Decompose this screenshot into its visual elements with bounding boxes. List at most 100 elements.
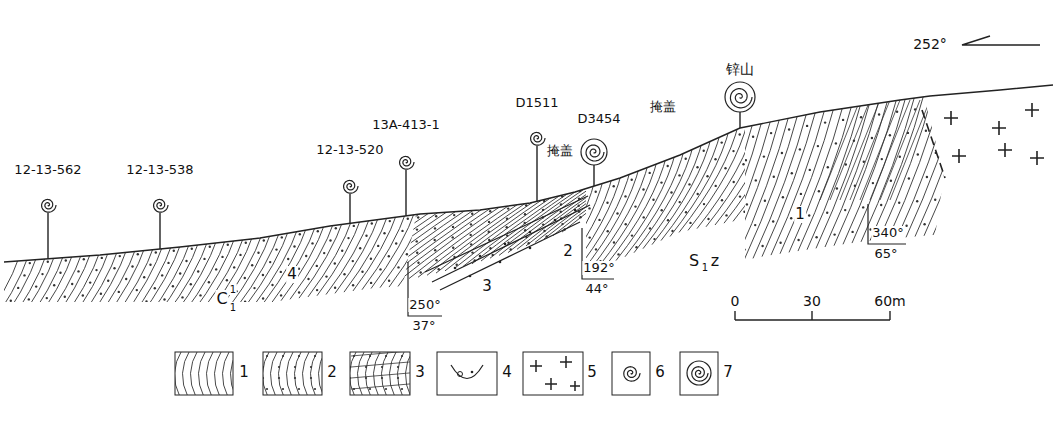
stratum-line (164, 230, 213, 318)
joint-line (830, 100, 870, 200)
sand-dot (127, 302, 129, 304)
legend-dot (298, 355, 300, 357)
sand-dot (739, 195, 741, 197)
sand-dot (470, 234, 472, 236)
joint-line (860, 100, 900, 200)
sand-dot (89, 281, 91, 283)
legend-dot (365, 377, 367, 379)
legend-number: 6 (655, 364, 665, 381)
sand-dot (757, 192, 759, 194)
sand-dot (262, 297, 264, 299)
direction-label: 252° (913, 37, 947, 52)
sand-dot (293, 245, 295, 247)
sand-dot (613, 185, 615, 187)
sand-dot (181, 296, 183, 298)
legend-line (206, 352, 214, 395)
sand-dot (764, 200, 766, 202)
legend-joint (351, 383, 410, 389)
direction-arrow (962, 36, 1040, 45)
sand-dot (752, 136, 754, 138)
joint-line (820, 100, 860, 200)
attitude-symbols (408, 204, 906, 316)
legend-dot (282, 388, 284, 390)
stratum-line (0, 247, 24, 335)
legend-line (263, 352, 270, 395)
sand-dot (269, 261, 271, 263)
strike-value: 340° (871, 226, 904, 240)
sand-dot (434, 249, 436, 251)
sand-dot (775, 126, 777, 128)
sample-number: 12-13-520 (316, 143, 383, 157)
sand-dot (29, 262, 31, 264)
stratum-line (65, 240, 114, 328)
sand-dot (707, 218, 709, 220)
sand-dot (649, 172, 651, 174)
legend-line (373, 352, 381, 395)
sand-dot (589, 236, 591, 238)
stratum-line (29, 243, 78, 331)
sand-dot (986, 101, 988, 103)
legend-dot (385, 388, 387, 390)
sand-dot (890, 180, 892, 182)
fossil-symbol (344, 180, 358, 193)
fossil-symbol (624, 367, 640, 381)
legend-dot (314, 355, 316, 357)
sand-dot (1004, 100, 1006, 102)
stratum-line (924, 78, 983, 236)
legend-dot (263, 366, 264, 368)
sand-dot (377, 245, 379, 247)
sand-dot (577, 255, 579, 257)
sand-dot (721, 199, 723, 201)
sand-dot (398, 230, 400, 232)
stratum-line (942, 76, 1001, 234)
sand-dot (703, 150, 705, 152)
legend-dot (381, 366, 383, 368)
strike-value: 192° (582, 261, 615, 275)
stratum-line (834, 88, 893, 246)
stratum-line (526, 175, 590, 293)
legend-line (214, 352, 222, 395)
sand-dot (781, 152, 783, 154)
stratum-line (634, 135, 698, 253)
stratum-line (2, 245, 51, 333)
sand-dot (943, 128, 945, 130)
sand-dot (667, 165, 669, 167)
unit-number: 3 (481, 278, 493, 295)
sand-dot (697, 193, 699, 195)
sand-dot (452, 247, 454, 249)
dip-value: 44° (584, 282, 609, 296)
sand-dot (323, 252, 325, 254)
sand-dot (926, 176, 928, 178)
sand-dot (113, 267, 115, 269)
sand-dot (347, 237, 349, 239)
sand-dot (617, 253, 619, 255)
sand-dot (352, 260, 354, 262)
stratum-line (708, 109, 767, 267)
sand-dot (17, 287, 19, 289)
strata-lines (0, 75, 1010, 334)
stratum-line (344, 204, 393, 292)
sample-stick (159, 213, 160, 249)
thrust-dots (454, 209, 577, 278)
legend-line (190, 352, 198, 395)
sand-dot (53, 284, 55, 286)
fossil-symbol (531, 132, 545, 145)
sand-dot (389, 220, 391, 222)
sand-dot (661, 209, 663, 211)
sand-dot (588, 207, 590, 209)
stratum-line (110, 236, 159, 324)
sand-dot (380, 254, 382, 256)
sand-dot (808, 214, 810, 216)
sand-dot (353, 225, 355, 227)
sand-dot (47, 261, 49, 263)
sand-dot (836, 187, 838, 189)
strata-group (310, 144, 676, 288)
sand-dot (233, 266, 235, 268)
sand-dot (209, 246, 211, 248)
sand-dot (91, 306, 93, 308)
sand-dot (316, 265, 318, 267)
sand-dot (809, 169, 811, 171)
sand-dot (962, 173, 964, 175)
legend-pattern (263, 352, 322, 395)
